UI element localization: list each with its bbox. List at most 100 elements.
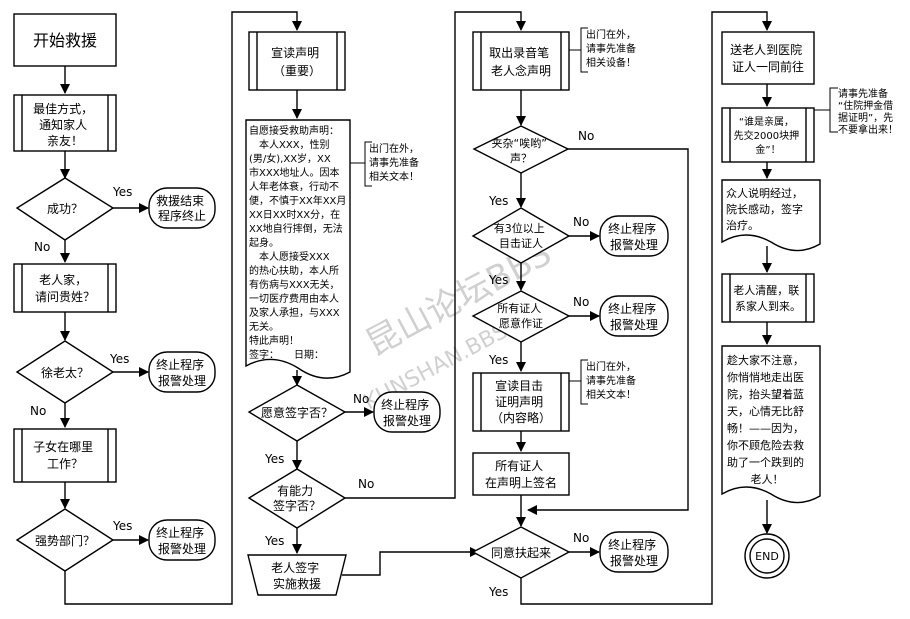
ouch-no-label: No [578, 129, 594, 143]
stop-label-1: 终止程序 报警处理 [156, 357, 208, 388]
all-sign-label: 所有证人 在声明上签名 [485, 459, 557, 490]
note-deposit-label: 请事先准备 “住院押金借 据证明”，先 不要拿出来！ [838, 87, 898, 136]
success-yes-label: Yes [112, 185, 132, 199]
notify-family-node: 最佳方式， 通知家人 亲友！ [13, 94, 117, 152]
note-text-2-label: 出门在外， 请事先准备 相关文本！ [586, 360, 639, 401]
leave-document: 趁大家不注意， 你悄悄地走出医 院，抬头望着蓝 天，心情无比舒 畅！——因为， … [721, 345, 821, 504]
success-decision: 成功？ [15, 177, 115, 241]
agree-yes-label: Yes [488, 585, 508, 599]
witness-decision: 有3位以上 目击证人 [471, 207, 571, 264]
agree-question: 同意扶起来 [491, 545, 551, 560]
stop-node-1: 终止程序 报警处理 [148, 351, 216, 393]
ouch-question: 夹杂“唉哟” 声？ [492, 137, 551, 165]
family-label: “谁是亲属， 先交2000块押 金”！ [734, 115, 803, 156]
stop-node-4: 终止程序 报警处理 [599, 215, 669, 257]
able-no-label: No [358, 477, 374, 491]
agree-no-label: No [573, 531, 589, 545]
children-work-label: 子女在哪里 工作？ [33, 439, 97, 471]
edge-ouch-no [527, 148, 689, 515]
witness-question: 有3位以上 目击证人 [494, 221, 549, 250]
edge-col1-to-col2 [64, 11, 302, 605]
read-witness-node: 宣读目击 证明声明 （内容略） [472, 372, 570, 432]
start-label: 开始救援 [33, 31, 97, 50]
testify-no-label: No [573, 295, 589, 309]
ouch-decision: 夹杂“唉哟” 声？ [472, 125, 570, 174]
column-3: 取出录音笔 老人念声明 出门在外， 请事先准备 相关设备！ 夹杂“唉哟” 声？ … [471, 27, 669, 599]
stop-label-2: 终止程序 报警处理 [156, 525, 208, 556]
power-question: 强势部门？ [35, 533, 95, 548]
stop-node-3: 终止程序 报警处理 [373, 391, 441, 433]
note-device: 出门在外， 请事先准备 相关设备！ [569, 27, 639, 73]
ask-name-label: 老人家， 请问贵姓？ [35, 272, 95, 304]
explain-document: 众人说明经过， 院长感动，签字 治疗。 [721, 179, 821, 252]
edge-col3-to-col4 [520, 11, 772, 605]
note-deposit: 请事先准备 “住院押金借 据证明”，先 不要拿出来！ [814, 87, 898, 136]
stop-node-6: 终止程序 报警处理 [599, 531, 669, 573]
declare-label: 宣读声明 （重要） [271, 45, 323, 78]
explain-label: 众人说明经过， 院长感动，签字 治疗。 [726, 186, 807, 232]
edge-sign-agree [342, 547, 480, 576]
statement-document: 自愿接受救助声明： 本人XXX，性别 (男/女),XX岁，XX 市XXX地址人。… [245, 119, 351, 379]
note-text-2: 出门在外， 请事先准备 相关文本！ [569, 359, 639, 405]
end-node: END [744, 533, 790, 579]
note-device-label: 出门在外， 请事先准备 相关设备！ [586, 28, 639, 69]
witness-no-label: No [573, 215, 589, 229]
awake-node: 老人清醒，联 系家人到来。 [721, 273, 815, 323]
children-work-node: 子女在哪里 工作？ [13, 428, 117, 483]
power-decision: 强势部门？ [15, 508, 115, 572]
read-witness-label: 宣读目击 证明声明 （内容略） [491, 378, 551, 425]
stop-label-6: 终止程序 报警处理 [608, 537, 660, 568]
able-decision: 有能力 签字否？ [247, 468, 347, 529]
column-4: 送老人到医院 证人一同前往 “谁是亲属， 先交2000块押 金”！ 请事先准备 … [721, 31, 898, 579]
statement-text: 自愿接受救助声明： 本人XXX，性别 (男/女),XX岁，XX 市XXX地址人。… [249, 124, 350, 361]
able-question: 有能力 签字否？ [273, 484, 321, 513]
sign-rescue-label: 老人签字 实施救援 [271, 560, 323, 591]
testify-yes-label: Yes [488, 353, 508, 367]
power-yes-label: Yes [112, 519, 132, 533]
rescue-end-label: 救援结束 程序终止 [156, 193, 208, 223]
column-2: 宣读声明 （重要） 自愿接受救助声明： 本人XXX，性别 (男/女),XX岁，X… [245, 31, 441, 596]
sign-rescue-node: 老人签字 实施救援 [247, 554, 347, 596]
edge-able-no-to-col3 [345, 11, 526, 499]
willing-question: 愿意签字否？ [261, 405, 333, 420]
stop-label-4: 终止程序 报警处理 [608, 221, 660, 252]
recorder-label: 取出录音笔 老人念声明 [489, 45, 553, 78]
xu-question: 徐老太？ [41, 365, 89, 380]
all-sign-node: 所有证人 在声明上签名 [472, 452, 570, 496]
ouch-yes-label: Yes [488, 194, 508, 208]
success-no-label: No [34, 240, 50, 254]
end-label: END [755, 550, 779, 563]
xu-decision: 徐老太？ [15, 340, 115, 404]
awake-label: 老人清醒，联 系家人到来。 [733, 284, 803, 313]
note-text-1: 出门在外， 请事先准备 相关文本！ [350, 141, 422, 187]
able-yes-label: Yes [264, 534, 284, 548]
notify-label: 最佳方式， 通知家人 亲友！ [33, 101, 97, 148]
stop-node-2: 终止程序 报警处理 [148, 519, 216, 561]
xu-no-label: No [30, 404, 46, 418]
willing-yes-label: Yes [264, 452, 284, 466]
recorder-node: 取出录音笔 老人念声明 [472, 31, 570, 91]
connectors [60, 11, 772, 605]
column-1: 开始救援 最佳方式， 通知家人 亲友！ 成功？ Yes No 救援结束 程序终止 [13, 13, 216, 572]
note-text-1-label: 出门在外， 请事先准备 相关文本！ [369, 142, 422, 183]
testify-decision: 所有证人 愿意作证 [471, 290, 571, 343]
witness-yes-label: Yes [488, 273, 508, 287]
success-question: 成功？ [47, 202, 83, 216]
willing-no-label: No [353, 392, 369, 406]
declare-node: 宣读声明 （重要） [248, 31, 346, 91]
leave-label: 趁大家不注意， 你悄悄地走出医 院，抬头望着蓝 天，心情无比舒 畅！——因为， … [727, 353, 808, 486]
hospital-node: 送老人到医院 证人一同前往 [721, 31, 815, 85]
family-node: “谁是亲属， 先交2000块押 金”！ [721, 107, 815, 163]
hospital-label: 送老人到医院 证人一同前往 [730, 42, 806, 74]
ask-name-node: 老人家， 请问贵姓？ [13, 263, 117, 313]
rescue-end-node: 救援结束 程序终止 [148, 187, 216, 229]
stop-node-5: 终止程序 报警处理 [599, 295, 669, 337]
willing-decision: 愿意签字否？ [247, 384, 347, 442]
xu-yes-label: Yes [109, 352, 129, 366]
stop-label-3: 终止程序 报警处理 [381, 397, 433, 428]
start-node: 开始救援 [13, 13, 117, 67]
testify-question: 所有证人 愿意作证 [497, 301, 545, 330]
agree-decision: 同意扶起来 [471, 526, 571, 579]
stop-label-5: 终止程序 报警处理 [608, 301, 660, 332]
